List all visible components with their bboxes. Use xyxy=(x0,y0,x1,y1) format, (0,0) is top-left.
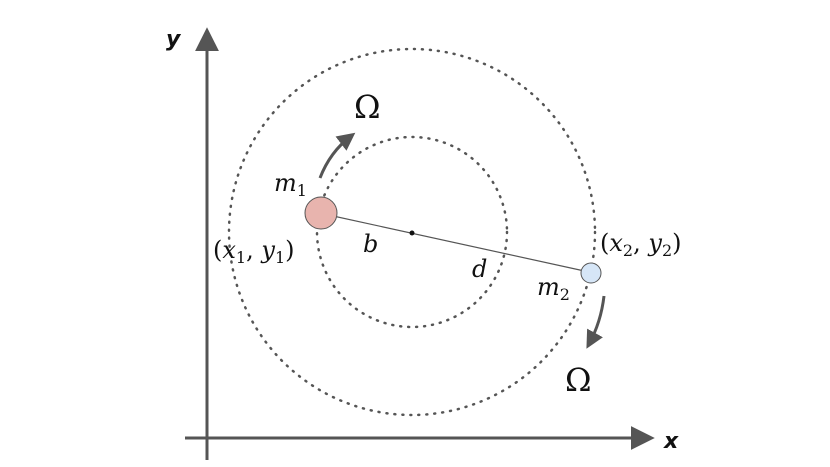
rotation-arrow-lower xyxy=(586,295,606,349)
outer-orbit xyxy=(227,47,597,417)
x-axis-label: x xyxy=(663,429,679,454)
separation-line xyxy=(323,211,590,275)
omega-label-upper: Ω xyxy=(354,88,381,126)
mass-1-body xyxy=(304,196,338,230)
mass-1-label: m1 xyxy=(274,169,307,200)
mass-1-coordinates: (x1, y1) xyxy=(213,236,295,267)
mass-2-coordinates: (x2, y2) xyxy=(600,229,682,260)
rotation-arrow-upper xyxy=(318,132,356,179)
mass-2-body xyxy=(580,262,602,284)
omega-label-lower: Ω xyxy=(565,361,592,399)
distance-label-d: d xyxy=(472,255,487,283)
center-of-mass xyxy=(409,230,415,236)
distance-label-b: b xyxy=(363,230,378,258)
y-axis-label: y xyxy=(166,27,182,52)
mass-2-label: m2 xyxy=(537,273,570,304)
